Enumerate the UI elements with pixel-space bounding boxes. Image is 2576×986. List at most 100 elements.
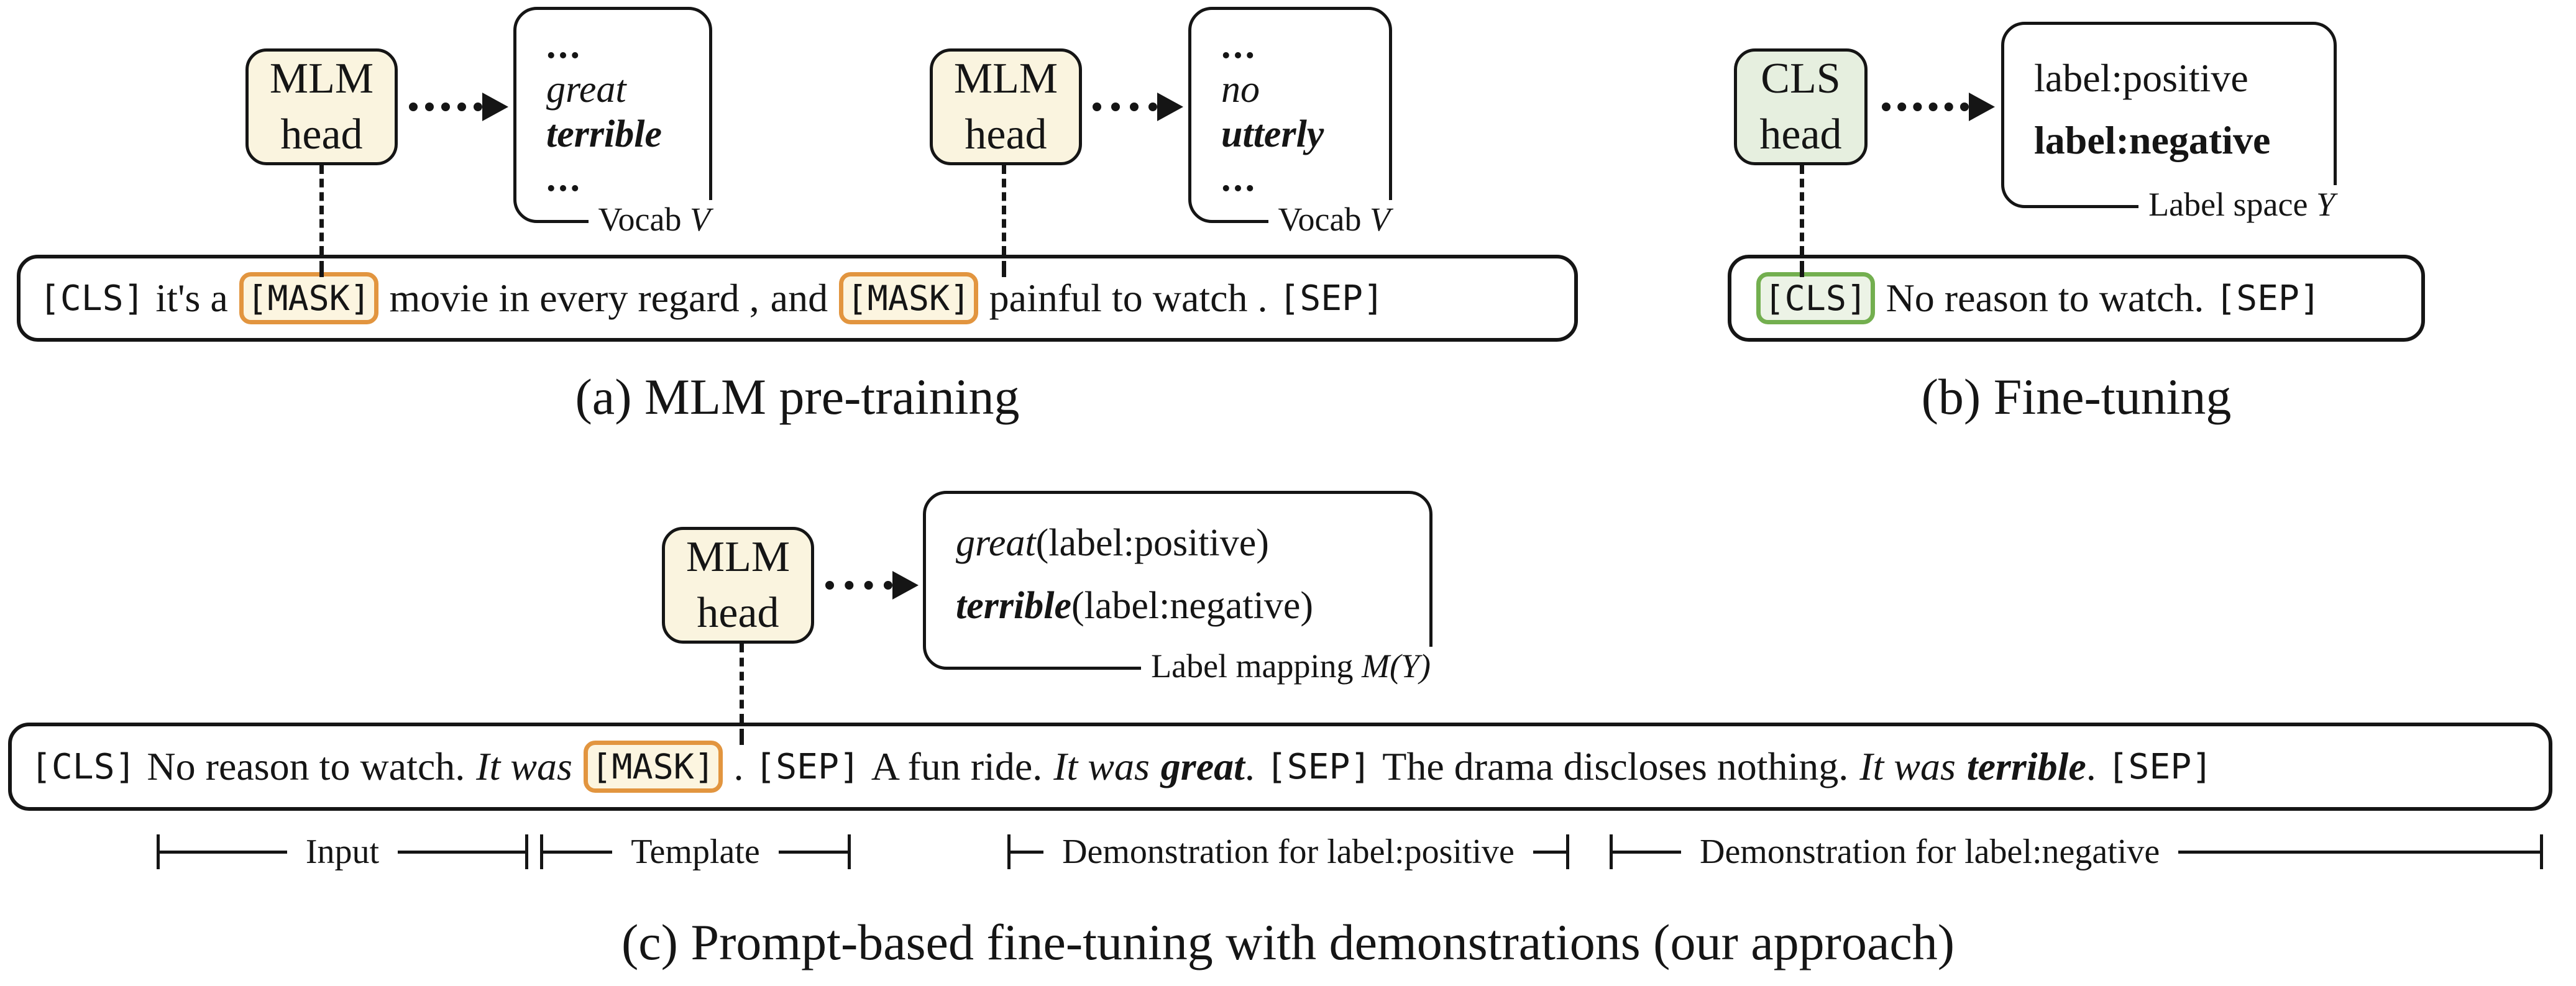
inner-dash	[740, 729, 744, 745]
dashed-connector-a1	[319, 165, 324, 255]
label-space-box: label:positive label:negative Label space…	[2001, 22, 2345, 224]
text-segment: The drama discloses nothing.	[1382, 744, 1849, 788]
text-segment: label:positive	[2034, 56, 2248, 101]
text-segment: It was	[476, 744, 572, 788]
inner-dash	[1002, 261, 1006, 277]
sentence-box-c: [CLS]No reason to watch.It was[MASK].[SE…	[8, 723, 2552, 811]
text-segment: and	[770, 276, 828, 320]
text-segment: ...	[546, 157, 582, 199]
measure-tick	[1566, 834, 1569, 869]
mlm-head-label: head	[280, 111, 363, 158]
dotted-arrow-a1	[409, 93, 508, 121]
sep-token: [SEP]	[754, 746, 860, 787]
list-line: no	[1221, 68, 1377, 112]
mlm-head-label: MLM	[953, 55, 1058, 103]
mask-token: [MASK]	[838, 272, 978, 324]
label-mapping-symbol: M(Y)	[1362, 647, 1431, 685]
text-segment: terrible	[546, 112, 662, 155]
cls-token: [CLS]	[39, 278, 145, 319]
measure-input: Input	[157, 833, 528, 871]
measure-template: Template	[540, 833, 851, 871]
cls-head-label: CLS	[1761, 55, 1841, 103]
text-segment: terrible	[1966, 744, 2086, 788]
list-line: utterly	[1221, 112, 1377, 157]
list-line: ...	[546, 157, 697, 201]
arrowhead-icon	[892, 571, 919, 600]
sentence-box-a: [CLS]it's a[MASK]movie in every regard ,…	[17, 255, 1578, 342]
list-line: great	[546, 68, 697, 112]
measure-line	[1011, 850, 1044, 854]
measure-line	[1533, 850, 1566, 854]
measure-line	[398, 850, 525, 854]
text-segment: (label:negative)	[1071, 585, 1313, 627]
text-segment: No reason to watch.	[1886, 276, 2204, 320]
measure-line	[778, 850, 848, 854]
measure-demo-positive: Demonstration for label:positive	[1007, 833, 1569, 871]
measure-line	[1613, 850, 1681, 854]
label-mapping-list: great (label:positive)terrible (label:ne…	[926, 494, 1429, 667]
text-segment: utterly	[1221, 112, 1324, 155]
text-segment: terrible	[956, 585, 1071, 627]
list-line: label:positive	[2034, 55, 2321, 101]
mlm-head-box-a1: MLM head	[245, 48, 398, 165]
text-segment: great	[546, 68, 626, 111]
sep-token: [SEP]	[2215, 278, 2321, 319]
text-segment: It was	[1053, 744, 1150, 788]
measure-demo-negative: Demonstration for label:negative	[1610, 833, 2543, 871]
label-space-label: Label space Y	[2138, 185, 2345, 224]
text-segment: ...	[546, 24, 582, 66]
dashed-connector-b	[1800, 165, 1804, 255]
arrow-dots	[1882, 103, 1969, 111]
vocab-label-1: Vocab V	[588, 200, 720, 239]
text-segment: (label:positive)	[1035, 521, 1269, 564]
vocab-symbol: V	[690, 201, 710, 238]
arrow-dots	[825, 581, 892, 590]
arrowhead-icon	[1969, 93, 1995, 121]
text-segment: it's a	[155, 276, 228, 320]
text-segment: no	[1221, 68, 1260, 111]
vocab-label-text: Vocab	[598, 201, 682, 238]
mlm-head-label: MLM	[269, 55, 374, 103]
list-line: label:negative	[2034, 117, 2321, 163]
measure-tick	[1007, 834, 1011, 869]
text-segment: .	[1244, 744, 1255, 788]
arrow-dots	[1093, 103, 1157, 111]
label-space-list: label:positive label:negative	[2004, 25, 2334, 205]
text-segment: .	[2086, 744, 2096, 788]
list-line: ...	[546, 24, 697, 68]
mlm-head-box-c: MLM head	[662, 527, 814, 644]
caption-a: (a) MLM pre-training	[575, 368, 1020, 425]
measure-label: Input	[305, 833, 380, 871]
mask-token: [MASK]	[239, 272, 378, 324]
label-space-symbol: Y	[2316, 186, 2335, 223]
measure-line	[160, 850, 287, 854]
dashed-connector-a2	[1002, 165, 1006, 255]
label-mapping-box: great (label:positive)terrible (label:ne…	[923, 491, 1441, 685]
arrowhead-icon	[1157, 93, 1183, 121]
vocab-label-text: Vocab	[1278, 201, 1362, 238]
dashed-connector-c	[740, 644, 744, 723]
text-segment: label:negative	[2034, 118, 2271, 162]
caption-c: (c) Prompt-based fine-tuning with demons…	[621, 914, 1955, 970]
text-segment: ...	[1221, 24, 1257, 66]
sentence-box-b: [CLS]No reason to watch. [SEP]	[1728, 255, 2425, 342]
measure-line	[2178, 850, 2540, 854]
list-line: terrible	[546, 112, 697, 157]
text-segment: ...	[1221, 157, 1257, 199]
measure-tick	[1610, 834, 1613, 869]
list-line: ...	[1221, 24, 1377, 68]
label-space-label-text: Label space	[2148, 186, 2308, 223]
mlm-head-box-a2: MLM head	[930, 48, 1082, 165]
label-mapping-label: Label mapping M(Y)	[1141, 647, 1441, 685]
dotted-arrow-c	[825, 571, 919, 600]
text-segment: No reason to watch.	[147, 744, 465, 788]
mask-token: [MASK]	[583, 741, 723, 793]
measure-tick	[525, 834, 528, 869]
cls-token: [CLS]	[1756, 272, 1875, 324]
text-segment: It was	[1859, 744, 1956, 788]
text-segment: A fun ride.	[871, 744, 1043, 788]
